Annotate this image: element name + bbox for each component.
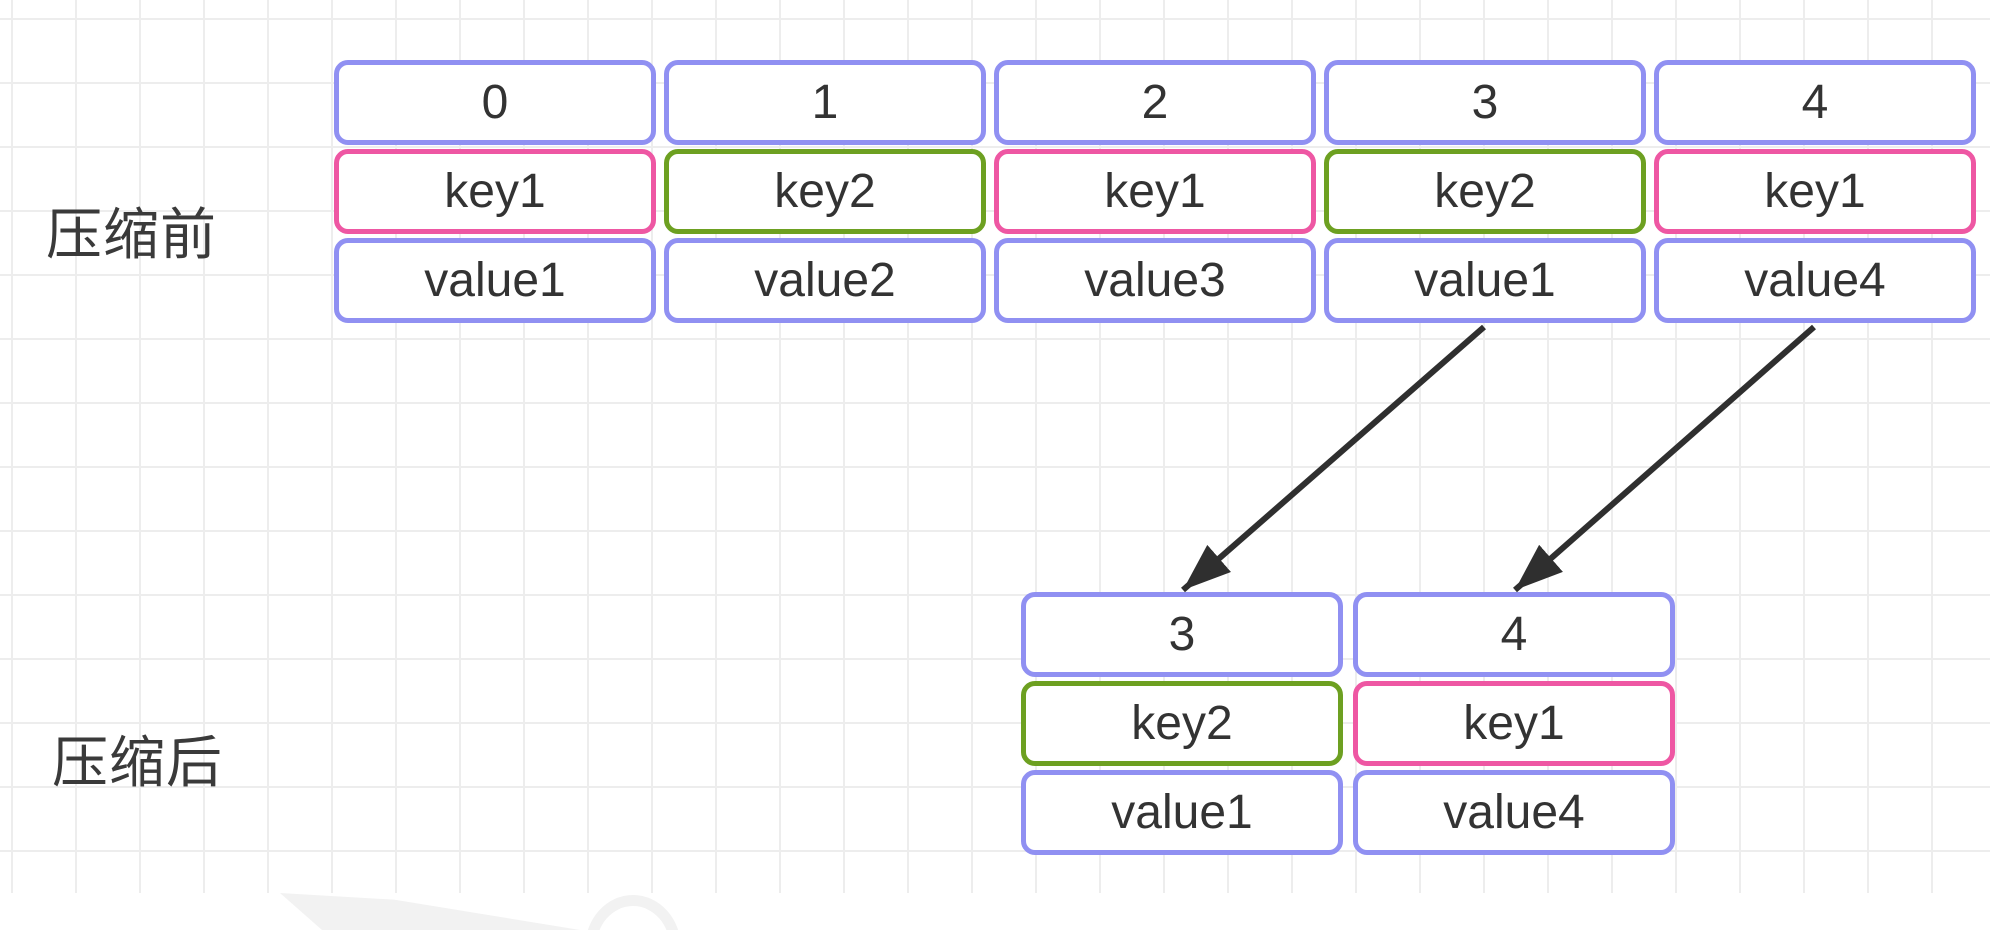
value-cell: value3 bbox=[994, 238, 1316, 323]
index-cell: 3 bbox=[1324, 60, 1646, 145]
index-cell: 4 bbox=[1654, 60, 1976, 145]
value-cell: value1 bbox=[334, 238, 656, 323]
key-cell: key2 bbox=[664, 149, 986, 234]
key-cell: key1 bbox=[994, 149, 1316, 234]
after-compression-label: 压缩后 bbox=[52, 731, 223, 794]
key-cell: key1 bbox=[1353, 681, 1675, 766]
key-cell: key2 bbox=[1324, 149, 1646, 234]
before-column-2: 2 key1 value3 bbox=[994, 60, 1316, 323]
key-cell: key2 bbox=[1021, 681, 1343, 766]
before-column-3: 3 key2 value1 bbox=[1324, 60, 1646, 323]
value-cell: value1 bbox=[1324, 238, 1646, 323]
after-column-0: 3 key2 value1 bbox=[1021, 592, 1343, 855]
before-column-0: 0 key1 value1 bbox=[334, 60, 656, 323]
key-cell: key1 bbox=[334, 149, 656, 234]
value-cell: value4 bbox=[1353, 770, 1675, 855]
index-cell: 4 bbox=[1353, 592, 1675, 677]
before-compression-label: 压缩前 bbox=[46, 203, 217, 266]
before-column-1: 1 key2 value2 bbox=[664, 60, 986, 323]
value-cell: value2 bbox=[664, 238, 986, 323]
before-column-4: 4 key1 value4 bbox=[1654, 60, 1976, 323]
after-table: 3 key2 value1 4 key1 value4 bbox=[1021, 592, 1675, 855]
key-cell: key1 bbox=[1654, 149, 1976, 234]
bottom-white-band bbox=[0, 893, 1990, 930]
watermark-arc-icon bbox=[585, 895, 681, 930]
value-cell: value4 bbox=[1654, 238, 1976, 323]
index-cell: 2 bbox=[994, 60, 1316, 145]
index-cell: 0 bbox=[334, 60, 656, 145]
before-table: 0 key1 value1 1 key2 value2 2 key1 value… bbox=[334, 60, 1976, 323]
value-cell: value1 bbox=[1021, 770, 1343, 855]
index-cell: 3 bbox=[1021, 592, 1343, 677]
index-cell: 1 bbox=[664, 60, 986, 145]
after-column-1: 4 key1 value4 bbox=[1353, 592, 1675, 855]
watermark-icon bbox=[280, 893, 580, 930]
